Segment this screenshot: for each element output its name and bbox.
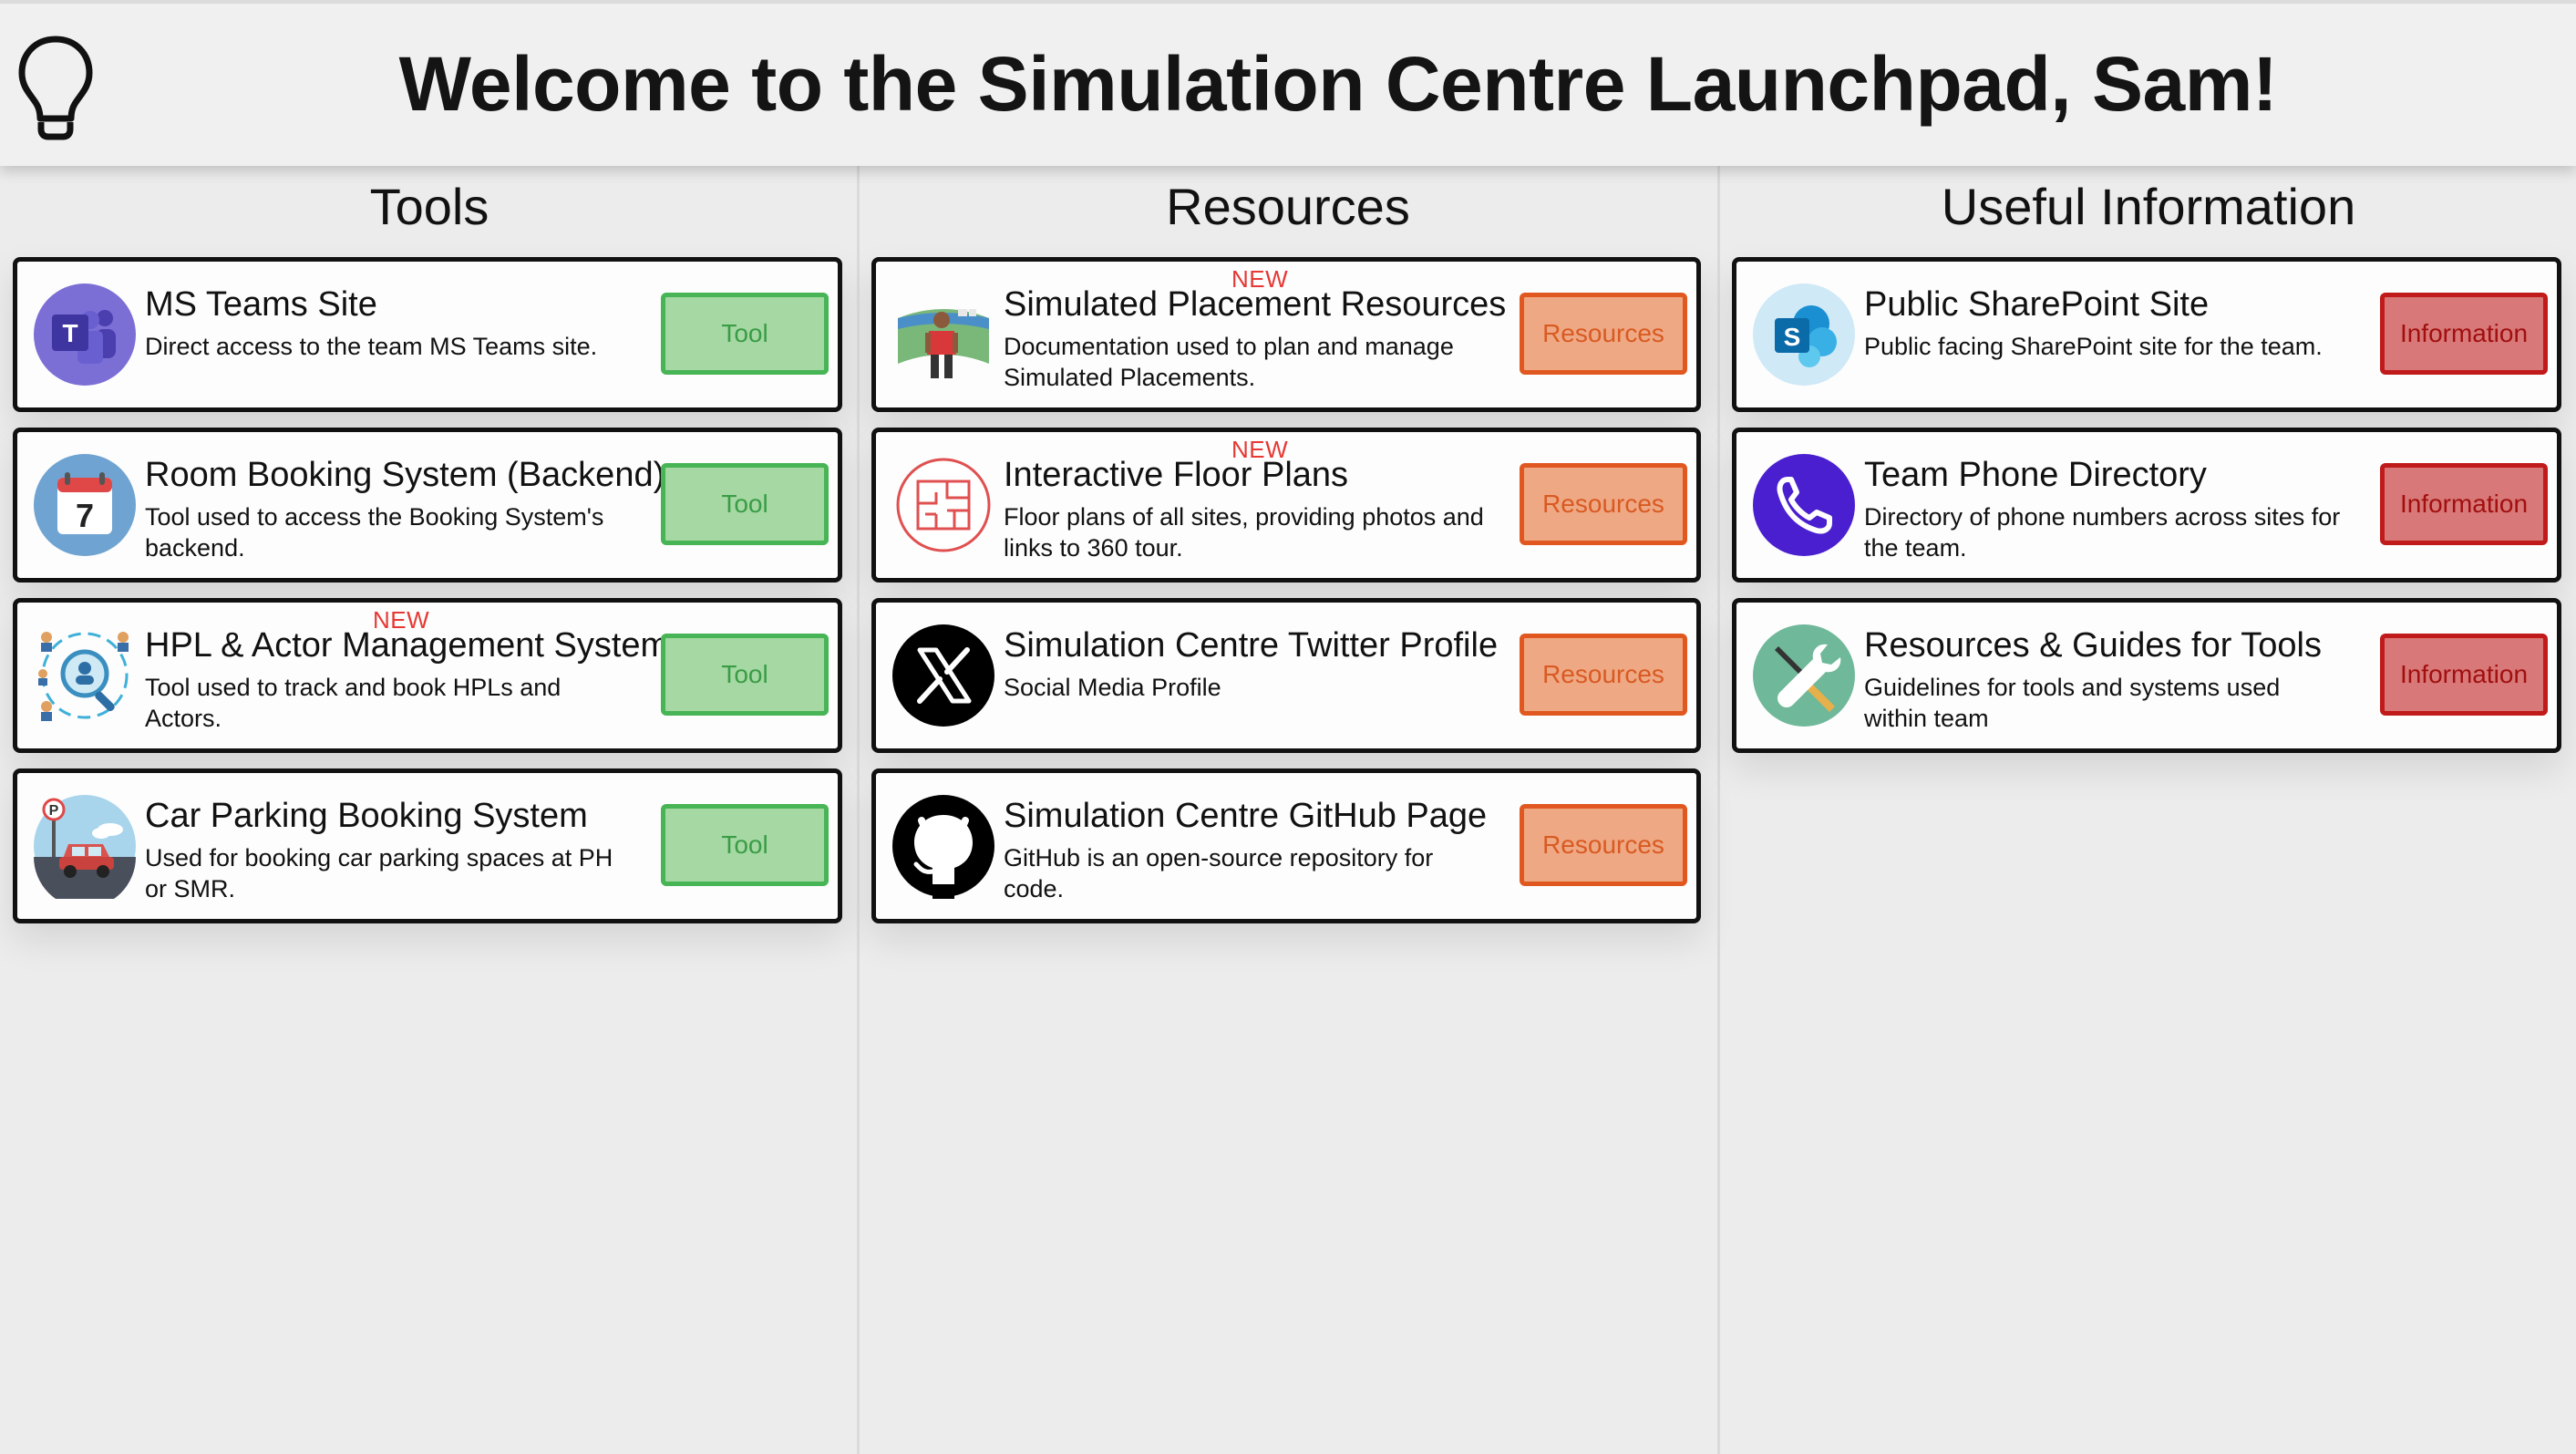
card-description: Tool used to access the Booking System's… — [145, 503, 604, 562]
card-title: HPL & Actor Management System — [145, 626, 670, 665]
github-icon — [892, 795, 994, 899]
card-room-booking[interactable]: 7 Room Booking System (Backend) Tool use… — [13, 428, 842, 583]
card-title: Room Booking System (Backend) — [145, 456, 665, 494]
x-twitter-icon — [892, 624, 994, 727]
tool-button[interactable]: Tool — [661, 804, 829, 886]
tool-button[interactable]: Tool — [661, 634, 829, 716]
card-title: Car Parking Booking System — [145, 797, 588, 835]
tool-button[interactable]: Tool — [661, 293, 829, 375]
ms-teams-icon: T — [34, 284, 136, 386]
card-description: Used for booking car parking spaces at P… — [145, 844, 613, 902]
card-hpl-actor[interactable]: NEW HPL & Actor Management System Tool u… — [13, 598, 842, 753]
column-heading-resources: Resources — [1166, 178, 1410, 235]
people-search-icon — [38, 632, 129, 721]
tool-button[interactable]: Tool — [661, 463, 829, 545]
card-title: MS Teams Site — [145, 285, 377, 324]
calendar-icon: 7 — [34, 454, 136, 556]
card-title: Public SharePoint Site — [1864, 285, 2210, 324]
information-button[interactable]: Information — [2380, 634, 2548, 716]
card-ms-teams[interactable]: T MS Teams Site Direct access to the tea… — [13, 257, 842, 412]
new-badge: NEW — [373, 606, 430, 634]
lightbulb-icon — [18, 36, 93, 140]
page-title: Welcome to the Simulation Centre Launchp… — [398, 41, 2278, 127]
card-description: Guidelines for tools and systems used wi… — [1864, 674, 2281, 732]
placement-person-icon — [898, 309, 989, 378]
card-twitter-profile[interactable]: Simulation Centre Twitter Profile Social… — [871, 598, 1701, 753]
new-badge: NEW — [1231, 265, 1289, 293]
launchpad-columns: Tools T MS Teams Site Direct access to t… — [0, 166, 2576, 1454]
column-heading-tools: Tools — [369, 178, 489, 235]
card-sharepoint-site[interactable]: S Public SharePoint Site Public facing S… — [1732, 257, 2561, 412]
card-description: Direct access to the team MS Teams site. — [145, 333, 598, 360]
card-resources-guides[interactable]: Resources & Guides for Tools Guidelines … — [1732, 598, 2561, 753]
card-description: Tool used to track and book HPLs and Act… — [145, 674, 562, 732]
column-heading-useful-information: Useful Information — [1941, 178, 2356, 235]
card-description: Directory of phone numbers across sites … — [1864, 503, 2341, 562]
card-phone-directory[interactable]: Team Phone Directory Directory of phone … — [1732, 428, 2561, 583]
card-car-parking[interactable]: P Car Parking Booking System Used for bo… — [13, 768, 842, 923]
information-button[interactable]: Information — [2380, 463, 2548, 545]
card-simulated-placement[interactable]: NEW Simulated Placement Resources Docume… — [871, 257, 1701, 412]
column-divider — [1717, 166, 1720, 1454]
svg-text:S: S — [1784, 323, 1801, 351]
resources-button[interactable]: Resources — [1520, 804, 1687, 886]
resources-column: Resources NEW Simulated Placement Resour… — [859, 166, 1717, 1454]
card-title: Simulated Placement Resources — [1004, 285, 1507, 324]
svg-text:7: 7 — [76, 497, 94, 534]
resources-button[interactable]: Resources — [1520, 634, 1687, 716]
column-divider — [857, 166, 860, 1454]
floor-plan-icon — [896, 458, 991, 552]
card-description: Documentation used to plan and manage Si… — [1004, 333, 1454, 391]
information-button[interactable]: Information — [2380, 293, 2548, 375]
tools-column: Tools T MS Teams Site Direct access to t… — [0, 166, 859, 1454]
card-title: Resources & Guides for Tools — [1864, 626, 2322, 665]
new-badge: NEW — [1231, 436, 1289, 463]
card-title: Team Phone Directory — [1864, 456, 2207, 494]
card-floor-plans[interactable]: NEW Interactive Floor Plans Floor plans … — [871, 428, 1701, 583]
card-description: Public facing SharePoint site for the te… — [1864, 333, 2323, 360]
resources-button[interactable]: Resources — [1520, 463, 1687, 545]
tools-icon — [1753, 624, 1855, 727]
card-description: Social Media Profile — [1004, 674, 1221, 701]
phone-icon — [1753, 454, 1855, 556]
svg-text:P: P — [49, 803, 59, 819]
card-title: Interactive Floor Plans — [1004, 456, 1349, 494]
useful-information-column: Useful Information S Public SharePoint S… — [1719, 166, 2576, 1454]
card-description: Floor plans of all sites, providing phot… — [1004, 503, 1484, 562]
sharepoint-icon: S — [1753, 284, 1855, 386]
card-github-page[interactable]: Simulation Centre GitHub Page GitHub is … — [871, 768, 1701, 923]
car-parking-icon: P — [34, 795, 136, 899]
page-header: Welcome to the Simulation Centre Launchp… — [0, 0, 2576, 166]
svg-text:T: T — [62, 319, 77, 347]
card-title: Simulation Centre GitHub Page — [1004, 797, 1488, 835]
resources-button[interactable]: Resources — [1520, 293, 1687, 375]
card-description: GitHub is an open-source repository for … — [1004, 844, 1434, 902]
card-title: Simulation Centre Twitter Profile — [1004, 626, 1499, 665]
